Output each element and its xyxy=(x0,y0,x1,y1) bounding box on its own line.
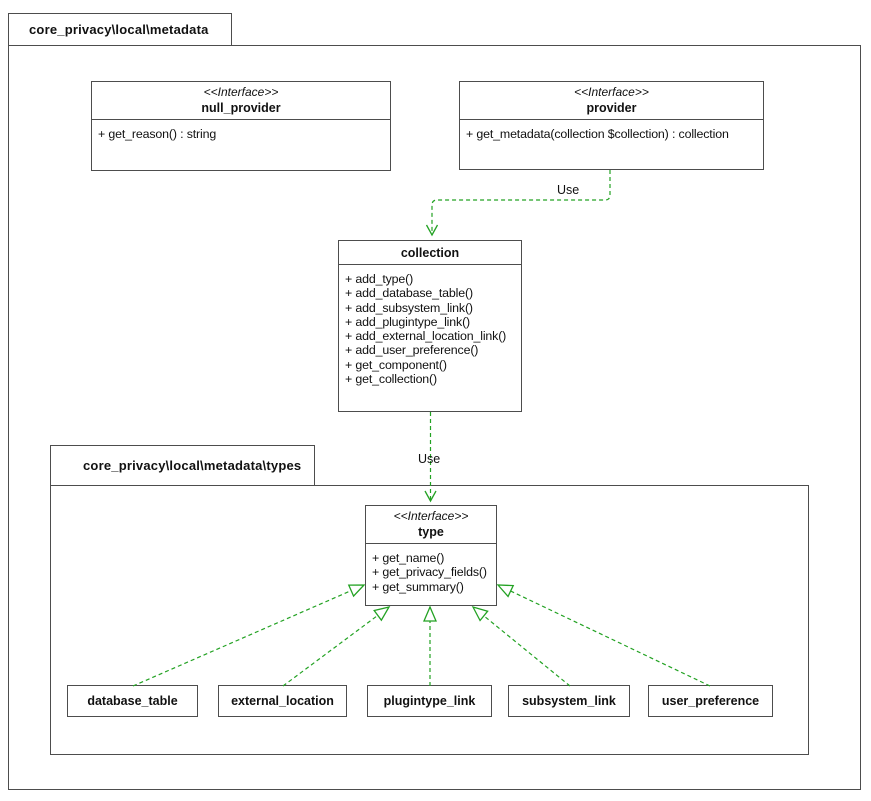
edge-label-use-collection-type: Use xyxy=(418,452,441,466)
package-label: core_privacy\local\metadata xyxy=(29,22,209,37)
package-label: core_privacy\local\metadata\types xyxy=(83,458,302,473)
method-line: + add_database_table() xyxy=(345,286,473,301)
class-name: type xyxy=(418,525,444,539)
method-line: + get_name() xyxy=(372,551,445,565)
class-methods: + add_type() + add_database_table() + ad… xyxy=(339,265,521,386)
class-collection: collection + add_type() + add_database_t… xyxy=(338,240,522,412)
class-null-provider: <<Interface>> null_provider + get_reason… xyxy=(91,81,391,171)
class-methods: + get_name() + get_privacy_fields() + ge… xyxy=(366,544,496,594)
class-name: null_provider xyxy=(201,101,281,115)
class-header: <<Interface>> type xyxy=(366,506,496,544)
class-external-location: external_location xyxy=(218,685,347,717)
class-header: <<Interface>> null_provider xyxy=(92,82,390,120)
class-user-preference: user_preference xyxy=(648,685,773,717)
method-line: + get_privacy_fields() xyxy=(372,565,487,580)
class-header: collection xyxy=(339,241,521,265)
edge-label-use-provider-collection: Use xyxy=(557,183,580,197)
stereotype-label: <<Interface>> xyxy=(574,85,649,99)
class-name: user_preference xyxy=(661,694,760,708)
class-name: subsystem_link xyxy=(522,694,616,708)
method-line: + get_metadata(collection $collection) :… xyxy=(466,127,729,141)
method-line: + add_type() xyxy=(345,272,414,286)
method-line: + add_subsystem_link() xyxy=(345,300,473,315)
class-name: provider xyxy=(586,101,637,115)
method-line: + get_summary() xyxy=(372,579,464,594)
class-name: collection xyxy=(400,245,460,260)
stereotype-label: <<Interface>> xyxy=(393,509,469,523)
package-tab-core-privacy-local-metadata-types: core_privacy\local\metadata\types xyxy=(50,445,315,486)
class-name: external_location xyxy=(231,694,334,708)
class-name: database_table xyxy=(87,694,178,708)
stereotype-label: <<Interface>> xyxy=(203,85,279,99)
class-type: <<Interface>> type + get_name() + get_pr… xyxy=(365,505,497,606)
class-methods: + get_reason() : string xyxy=(92,120,390,141)
class-methods: + get_metadata(collection $collection) :… xyxy=(460,120,763,141)
class-subsystem-link: subsystem_link xyxy=(508,685,630,717)
method-line: + get_component() xyxy=(345,357,447,372)
class-provider: <<Interface>> provider + get_metadata(co… xyxy=(459,81,764,170)
method-line: + get_reason() : string xyxy=(98,127,217,141)
class-header: <<Interface>> provider xyxy=(460,82,763,120)
class-database-table: database_table xyxy=(67,685,198,717)
package-tab-core-privacy-local-metadata: core_privacy\local\metadata xyxy=(8,13,232,46)
method-line: + get_collection() xyxy=(345,372,438,387)
method-line: + add_user_preference() xyxy=(345,343,479,358)
class-plugintype-link: plugintype_link xyxy=(367,685,492,717)
class-name: plugintype_link xyxy=(383,694,476,708)
method-line: + add_external_location_link() xyxy=(345,329,507,344)
method-line: + add_plugintype_link() xyxy=(345,314,471,329)
